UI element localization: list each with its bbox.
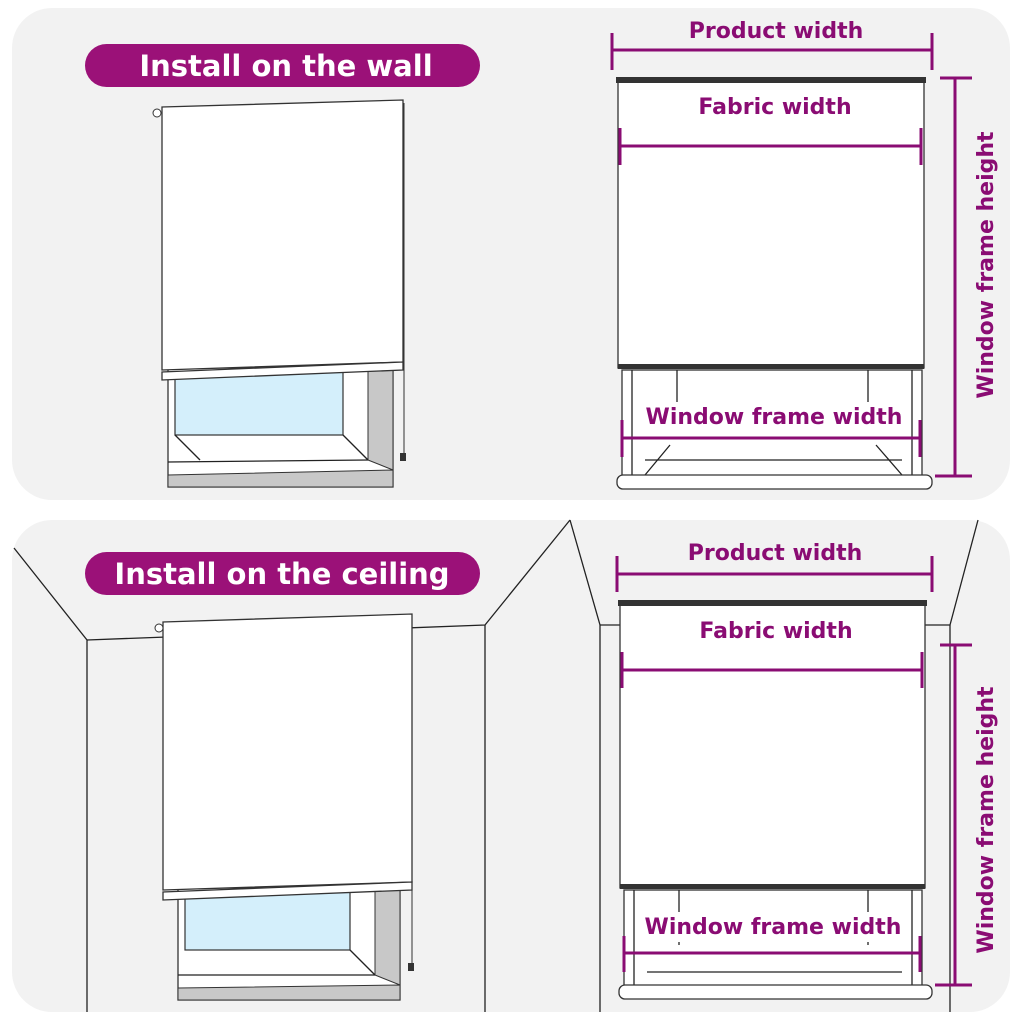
fabric-width-label: Fabric width: [698, 95, 851, 120]
ceiling-blind-illustration: [154, 613, 414, 1001]
wall-measurement-diagram: Product width Fabric width Window: [610, 19, 999, 490]
product-width-label: Product width: [688, 541, 863, 566]
product-width-dimension-line: [610, 33, 934, 70]
wall-install-panel: Install on the wall Product width: [12, 8, 1010, 500]
fabric-width-dimension-line: [620, 652, 924, 688]
window-frame-width-dimension-line: [622, 936, 922, 972]
window-frame-height-dimension-line: [935, 643, 972, 987]
window-frame-width-dimension-line: [620, 420, 922, 457]
ceiling-title-pill: Install on the ceiling: [85, 552, 480, 595]
window-frame-height-dimension-line: [935, 76, 972, 478]
wall-title: Install on the wall: [139, 49, 432, 83]
wall-blind-illustration: [152, 99, 406, 488]
window-frame-height-label: Window frame height: [974, 131, 999, 399]
product-width-dimension-line: [615, 556, 934, 592]
ceiling-title: Install on the ceiling: [114, 557, 449, 591]
ceiling-measurement-diagram: Product width Fabric width Window frame …: [615, 541, 999, 1000]
fabric-width-label: Fabric width: [699, 619, 852, 644]
product-width-label: Product width: [689, 19, 864, 44]
window-frame-width-label: Window frame width: [645, 915, 902, 940]
ceiling-install-panel: Install on the ceiling Product width: [12, 519, 1010, 1012]
wall-title-pill: Install on the wall: [85, 44, 480, 87]
fabric-width-dimension-line: [618, 128, 923, 165]
window-frame-width-label: Window frame width: [646, 405, 903, 430]
window-frame-height-label: Window frame height: [974, 686, 999, 954]
